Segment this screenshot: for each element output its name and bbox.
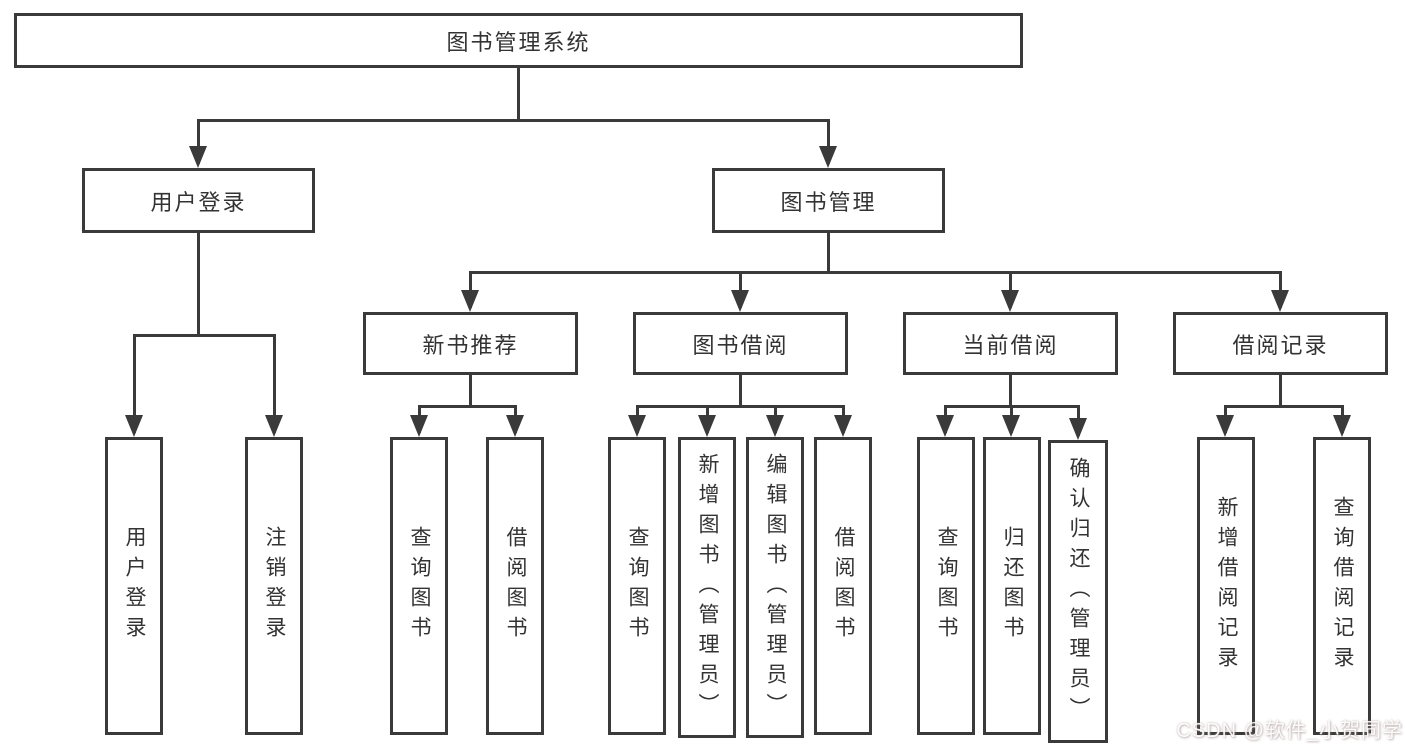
arrowhead-down-icon	[834, 415, 852, 437]
connector-root-drop	[826, 120, 830, 164]
connector-book-management-rail	[468, 270, 1282, 274]
connector-borrowing-records-rail	[1223, 404, 1344, 408]
arrowhead-down-icon	[461, 290, 479, 312]
arrowhead-down-icon	[1069, 418, 1087, 440]
arrowhead-down-icon	[1216, 415, 1234, 437]
arrowhead-down-icon	[265, 415, 283, 437]
connector-book-borrowing-stem	[738, 375, 742, 406]
arrowhead-down-icon	[1271, 290, 1289, 312]
connector-user-login-stem	[196, 233, 200, 335]
leaf-logout: 注销登录	[245, 437, 303, 735]
leaf-return-books: 归还图书	[983, 437, 1041, 735]
node-book-management: 图书管理	[712, 168, 945, 233]
leaf-confirm-return-admin: 确认归还（管理员）	[1048, 440, 1108, 743]
leaf-add-borrow-record: 新增借阅记录	[1197, 437, 1255, 735]
arrowhead-down-icon	[766, 415, 784, 437]
node-library-management-system: 图书管理系统	[14, 13, 1023, 68]
arrowhead-down-icon	[410, 415, 428, 437]
arrowhead-down-icon	[1333, 415, 1351, 437]
leaf-borrow-books-recommend: 借阅图书	[486, 437, 544, 735]
connector-book-borrowing-rail	[635, 404, 845, 408]
connector-current-borrowing-stem	[1008, 375, 1012, 406]
connector-new-book-recommend-rail	[417, 404, 517, 408]
connector-root-rail	[196, 118, 830, 122]
connector-user-login-rail	[132, 333, 276, 337]
arrowhead-down-icon	[698, 415, 716, 437]
node-user-login: 用户登录	[82, 168, 315, 233]
arrowhead-down-icon	[731, 290, 749, 312]
arrowhead-down-icon	[936, 415, 954, 437]
leaf-query-books-recommend: 查询图书	[390, 437, 448, 735]
arrowhead-down-icon	[189, 146, 207, 168]
leaf-edit-books-admin: 编辑图书（管理员）	[746, 437, 804, 738]
node-current-borrowing: 当前借阅	[903, 312, 1118, 375]
leaf-query-books-borrowing: 查询图书	[608, 437, 666, 735]
arrowhead-down-icon	[125, 415, 143, 437]
connector-root-stem	[516, 68, 520, 120]
connector-user-login-drop	[132, 335, 136, 433]
node-borrowing-records: 借阅记录	[1173, 312, 1388, 375]
node-book-borrowing: 图书借阅	[633, 312, 848, 375]
leaf-borrow-books-borrowing: 借阅图书	[814, 437, 872, 735]
connector-root-drop	[196, 120, 200, 164]
connector-new-book-recommend-stem	[468, 375, 472, 406]
connector-user-login-drop	[272, 335, 276, 433]
node-new-book-recommend: 新书推荐	[363, 312, 578, 375]
leaf-add-books-admin: 新增图书（管理员）	[678, 437, 736, 738]
leaf-query-borrow-record: 查询借阅记录	[1313, 437, 1371, 735]
connector-borrowing-records-stem	[1278, 375, 1282, 406]
leaf-user-login: 用户登录	[105, 437, 163, 735]
arrowhead-down-icon	[819, 146, 837, 168]
arrowhead-down-icon	[1001, 290, 1019, 312]
connector-book-management-stem	[826, 233, 830, 272]
arrowhead-down-icon	[1002, 415, 1020, 437]
arrowhead-down-icon	[628, 415, 646, 437]
leaf-query-books-current: 查询图书	[917, 437, 975, 735]
arrowhead-down-icon	[506, 415, 524, 437]
